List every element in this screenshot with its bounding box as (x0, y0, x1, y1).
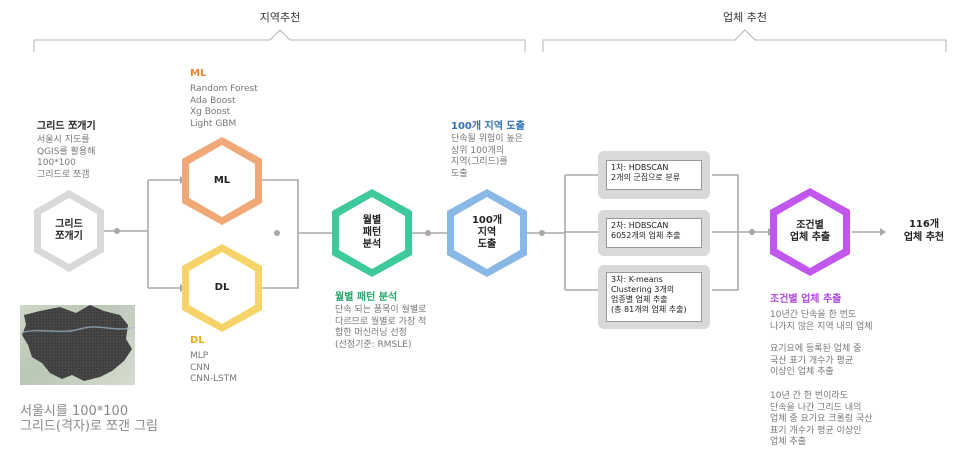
ml-hex-label: ML (213, 175, 231, 186)
step-3-box: 3차: K-means Clustering 3개의 업종별 업체 추출 (총 … (598, 265, 710, 329)
ml-models: Random Forest Ada Boost Xg Boost Light G… (190, 84, 258, 129)
dl-models: MLP CNN CNN-LSTM (190, 351, 237, 384)
step-1-text: 1차: HDBSCAN 2개의 군집으로 분류 (606, 160, 702, 190)
top100-hex-label: 100개 지역 도출 (471, 215, 503, 250)
grid-desc: 서울시 지도를 QGIS를 활용해 100*100 그리드로 쪼갬 (37, 135, 96, 180)
condition-desc-1: 10년간 단속을 한 번도 나가지 않은 지역 내의 업체 (770, 310, 873, 332)
grid-hex-inner (41, 198, 97, 264)
step-1-box: 1차: HDBSCAN 2개의 군집으로 분류 (598, 151, 710, 199)
monthly-hex-label: 월별 패턴 분석 (362, 215, 382, 250)
section-region-title: 지역추천 (259, 11, 301, 24)
dl-title: DL (190, 335, 205, 346)
monthly-desc: 단속 되는 품목이 월별로 다르므로 월별로 가장 적 합한 머신러닝 선정 (… (335, 305, 427, 350)
top100-title: 100개 지역 도출 (451, 121, 525, 132)
condition-desc-3: 10년 간 한 번이라도 단속을 나간 그리드 내의 업체 중 요기요 크롤링 … (770, 391, 873, 447)
region-bracket (33, 29, 526, 52)
condition-desc-2: 요기요에 등록된 업체 중 국산 표기 개수가 평균 이상인 업체 추출 (770, 344, 862, 377)
business-bracket (542, 29, 947, 52)
step-2-text: 2차: HDBSCAN 6052개의 업체 추출 (606, 218, 702, 248)
seoul-grid-map (20, 305, 135, 381)
grid-title: 그리드 쪼개기 (37, 121, 96, 132)
monthly-title: 월별 패턴 분석 (335, 292, 398, 303)
grid-hex-label: 그리드 쪼개기 (55, 219, 83, 242)
hexagons (34, 137, 850, 332)
final-result: 116개 업체 추천 (903, 219, 945, 243)
map-caption: 서울시를 100*100 그리드(격자)로 쪼갠 그림 (20, 404, 159, 434)
ml-title: ML (190, 68, 207, 79)
condition-title: 조건별 업체 추출 (770, 294, 842, 305)
condition-hex-label: 조건별 업체 추출 (789, 220, 831, 243)
section-business-title: 업체 추천 (723, 11, 767, 24)
seoul-grid-map-image (20, 305, 135, 385)
dl-hex-label: DL (214, 282, 230, 293)
step-3-text: 3차: K-means Clustering 3개의 업종별 업체 추출 (총 … (606, 272, 702, 322)
step-2-box: 2차: HDBSCAN 6052개의 업체 추출 (598, 210, 710, 256)
top100-desc: 단속될 위험이 높은 상위 100개의 지역(그리드)를 도출 (451, 134, 523, 179)
